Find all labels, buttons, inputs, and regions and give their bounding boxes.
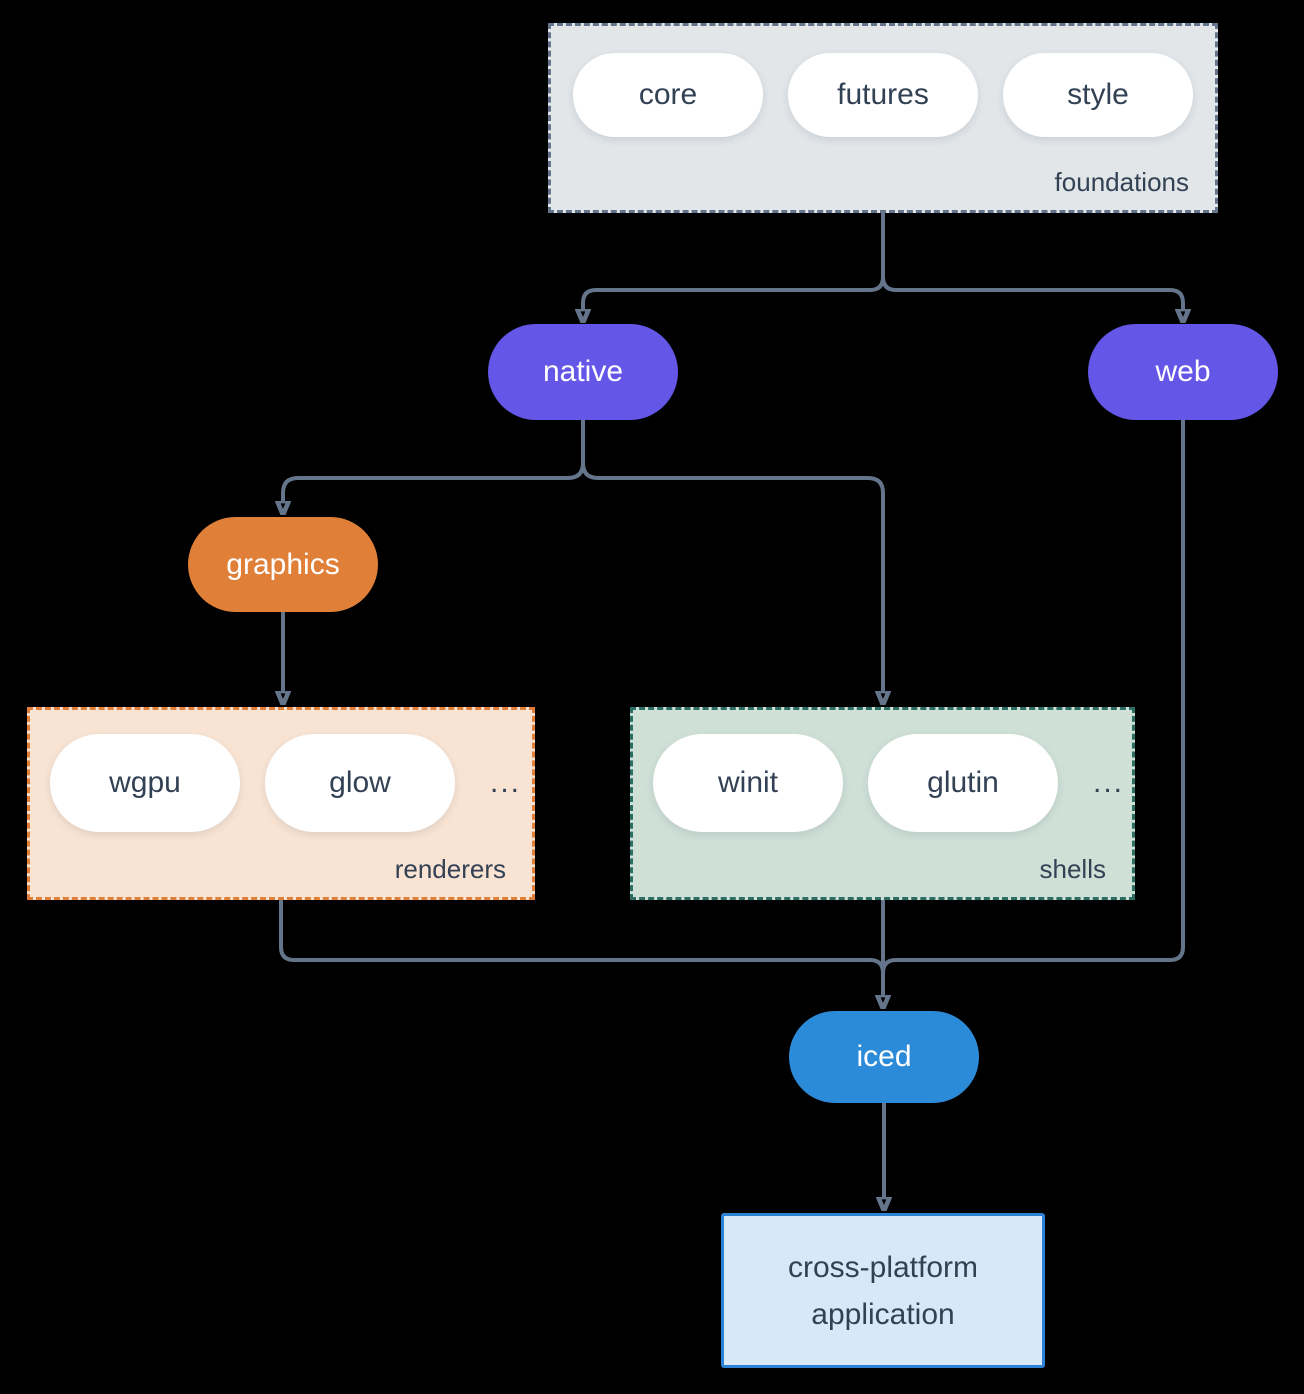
edge-foundations-native	[583, 213, 885, 309]
renderers-pill-row: wgpu glow ...	[30, 710, 532, 832]
node-graphics: graphics	[188, 517, 378, 612]
node-winit: winit	[653, 734, 843, 832]
edge-native-shells	[581, 420, 883, 691]
edge-native-graphics	[283, 420, 585, 501]
node-wgpu-label: wgpu	[109, 766, 181, 799]
node-glutin: glutin	[868, 734, 1058, 832]
group-label-renderers: renderers	[394, 854, 506, 884]
node-core-label: core	[638, 78, 698, 111]
group-foundations: core futures style foundations	[548, 23, 1218, 213]
group-renderers: wgpu glow ... renderers	[27, 707, 535, 900]
group-label-shells: shells	[1039, 854, 1106, 884]
node-glutin-label: glutin	[927, 766, 999, 799]
edge-foundations-web	[881, 213, 1183, 309]
node-wgpu: wgpu	[50, 734, 240, 832]
node-application-label: cross-platform application	[787, 1250, 979, 1331]
node-winit-label: winit	[717, 766, 778, 799]
group-label-foundations: foundations	[1054, 167, 1189, 197]
node-futures: futures	[788, 53, 978, 137]
foundations-pill-row: core futures style	[551, 26, 1215, 137]
node-glow-label: glow	[329, 766, 391, 799]
node-iced: iced	[789, 1011, 979, 1103]
node-glow: glow	[265, 734, 455, 832]
node-core: core	[573, 53, 763, 137]
group-shells: winit glutin ... shells	[630, 707, 1135, 900]
node-iced-label: iced	[856, 1040, 912, 1073]
node-style: style	[1003, 53, 1193, 137]
node-futures-label: futures	[837, 78, 929, 111]
node-native: native	[488, 324, 678, 420]
node-style-label: style	[1067, 78, 1129, 111]
node-web-label: web	[1155, 355, 1211, 388]
edge-renderers-iced	[279, 900, 885, 974]
node-web: web	[1088, 324, 1278, 420]
shells-pill-row: winit glutin ...	[633, 710, 1132, 832]
shells-ellipsis: ...	[1093, 766, 1125, 799]
node-native-label: native	[542, 355, 624, 388]
node-cross-platform-application: cross-platform application	[721, 1213, 1045, 1368]
node-graphics-label: graphics	[226, 547, 340, 581]
renderers-ellipsis: ...	[490, 766, 522, 799]
